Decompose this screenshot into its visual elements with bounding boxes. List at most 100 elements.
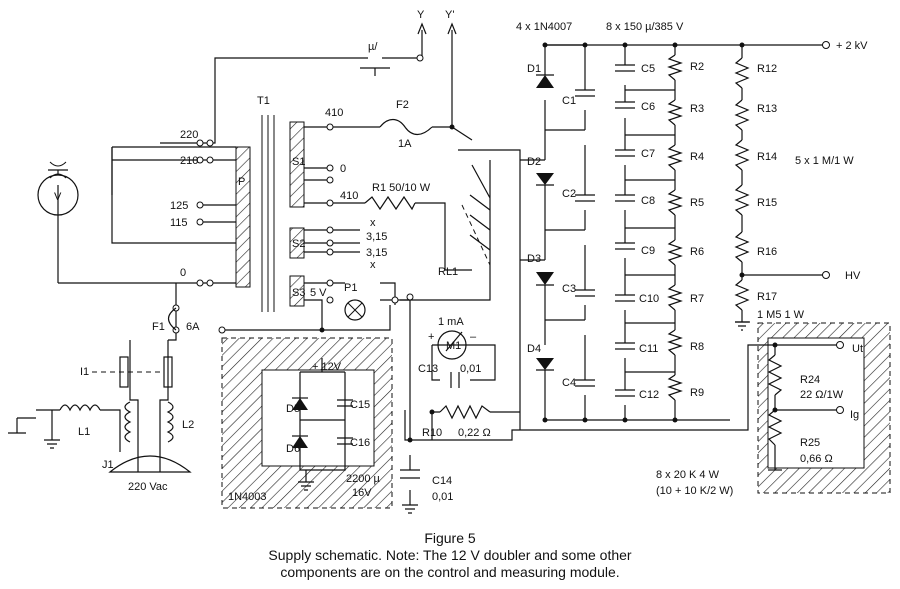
label-c14: C14	[432, 475, 452, 487]
label-l2: L2	[182, 419, 194, 431]
label-r17: R17	[757, 291, 777, 303]
label-16v: 16V	[352, 487, 372, 499]
label-d1: D1	[527, 63, 541, 75]
label-plus12: + 12V	[312, 361, 342, 373]
voltmeter	[37, 161, 79, 216]
label-1n4003: 1N4003	[228, 491, 267, 503]
label-r8: R8	[690, 341, 704, 353]
label-p1: P1	[344, 282, 357, 294]
label-c1: C1	[562, 95, 576, 107]
inductor-l1	[59, 404, 101, 412]
label-c5: C5	[641, 63, 655, 75]
capacitor-c14	[400, 469, 420, 479]
label-c11: C11	[639, 343, 658, 355]
label-vac: 220 Vac	[128, 481, 168, 493]
label-x1: x	[370, 217, 376, 229]
label-f2: F2	[396, 99, 409, 111]
meter-m1	[437, 330, 467, 360]
label-r14: R14	[757, 151, 777, 163]
shunt-resistors	[767, 354, 783, 446]
caption-line-1: Supply schematic. Note: The 12 V doubler…	[268, 547, 632, 563]
label-c3: C3	[562, 283, 576, 295]
label-s1: S1	[292, 156, 305, 168]
label-2200: 2200 µ	[346, 473, 381, 485]
capacitors-c5-c12	[615, 64, 635, 397]
label-315b: 3,15	[366, 247, 387, 259]
label-j1: J1	[102, 459, 114, 471]
inductor-l2	[166, 401, 174, 443]
resistors-r2-r9	[667, 54, 683, 401]
label-r12: R12	[757, 63, 777, 75]
inductor-l2b	[124, 401, 132, 443]
label-r24: R24	[800, 374, 820, 386]
label-plus: +	[428, 331, 434, 343]
label-s1-zero: 0	[340, 163, 346, 175]
label-s3: S3	[292, 287, 305, 299]
primary-winding	[235, 146, 251, 288]
label-001a: 0,01	[460, 363, 481, 375]
capacitor-c13	[450, 372, 460, 388]
label-l1: L1	[78, 426, 90, 438]
label-066: 0,66 Ω	[800, 453, 833, 465]
label-f1: F1	[152, 321, 165, 333]
label-2kv: + 2 kV	[836, 40, 868, 52]
label-5x1m: 5 x 1 M/1 W	[795, 155, 854, 167]
doubler-12v	[292, 358, 353, 471]
push-switch	[360, 57, 390, 76]
label-4x1n4007: 4 x 1N4007	[516, 21, 572, 33]
label-c13: C13	[418, 363, 438, 375]
label-r5: R5	[690, 197, 704, 209]
label-c15: C15	[350, 399, 370, 411]
label-8x20k: 8 x 20 K 4 W	[656, 469, 720, 481]
label-r2: R2	[690, 61, 704, 73]
label-r6: R6	[690, 246, 704, 258]
label-d6: D6	[286, 443, 300, 455]
label-t1: T1	[257, 95, 270, 107]
label-c16: C16	[350, 437, 370, 449]
capacitors-c1-c4	[545, 89, 595, 387]
label-410b: 410	[340, 190, 358, 202]
fuse-f1	[167, 307, 177, 331]
label-d3: D3	[527, 253, 541, 265]
lamp-p1	[344, 299, 366, 321]
label-1m5: 1 M5 1 W	[757, 309, 805, 321]
label-0: 0	[180, 267, 186, 279]
label-001b: 0,01	[432, 491, 453, 503]
label-yp: Y'	[445, 9, 454, 21]
terminals	[172, 41, 844, 414]
label-v: V	[54, 191, 62, 203]
diodes-d1-d4	[536, 74, 554, 371]
label-c7: C7	[641, 148, 655, 160]
label-minus: –	[470, 331, 477, 343]
label-220: 220	[180, 129, 198, 141]
label-r25: R25	[800, 437, 820, 449]
label-i1: I1	[80, 366, 89, 378]
resistor-r1	[364, 195, 416, 211]
label-8x150: 8 x 150 µ/385 V	[606, 21, 684, 33]
label-c4: C4	[562, 377, 576, 389]
label-hv: HV	[845, 270, 861, 282]
label-c8: C8	[641, 195, 655, 207]
resistors-r12-r17	[734, 57, 750, 311]
label-mu: µ/	[368, 41, 378, 53]
label-s2: S2	[292, 238, 305, 250]
label-r4: R4	[690, 151, 704, 163]
transformer-core	[261, 115, 275, 312]
resistor-r10	[439, 404, 491, 420]
label-y: Y	[417, 9, 425, 21]
labels: Y Y' µ/ T1 220 210 125 115 0 P 410 F2 1A…	[54, 9, 868, 503]
relay-rl1	[461, 194, 491, 266]
label-m1: M1	[446, 340, 461, 352]
label-rl1: RL1	[438, 266, 458, 278]
label-r13: R13	[757, 103, 777, 115]
label-c10: C10	[639, 293, 659, 305]
label-d5: D5	[286, 403, 300, 415]
fuse-f2	[379, 118, 433, 136]
figure-title: Figure 5	[424, 530, 476, 546]
label-ig: Ig	[850, 409, 859, 421]
label-r15: R15	[757, 197, 777, 209]
label-1ma: 1 mA	[438, 316, 464, 328]
label-210: 210	[180, 155, 198, 167]
ground-symbols	[8, 321, 749, 514]
